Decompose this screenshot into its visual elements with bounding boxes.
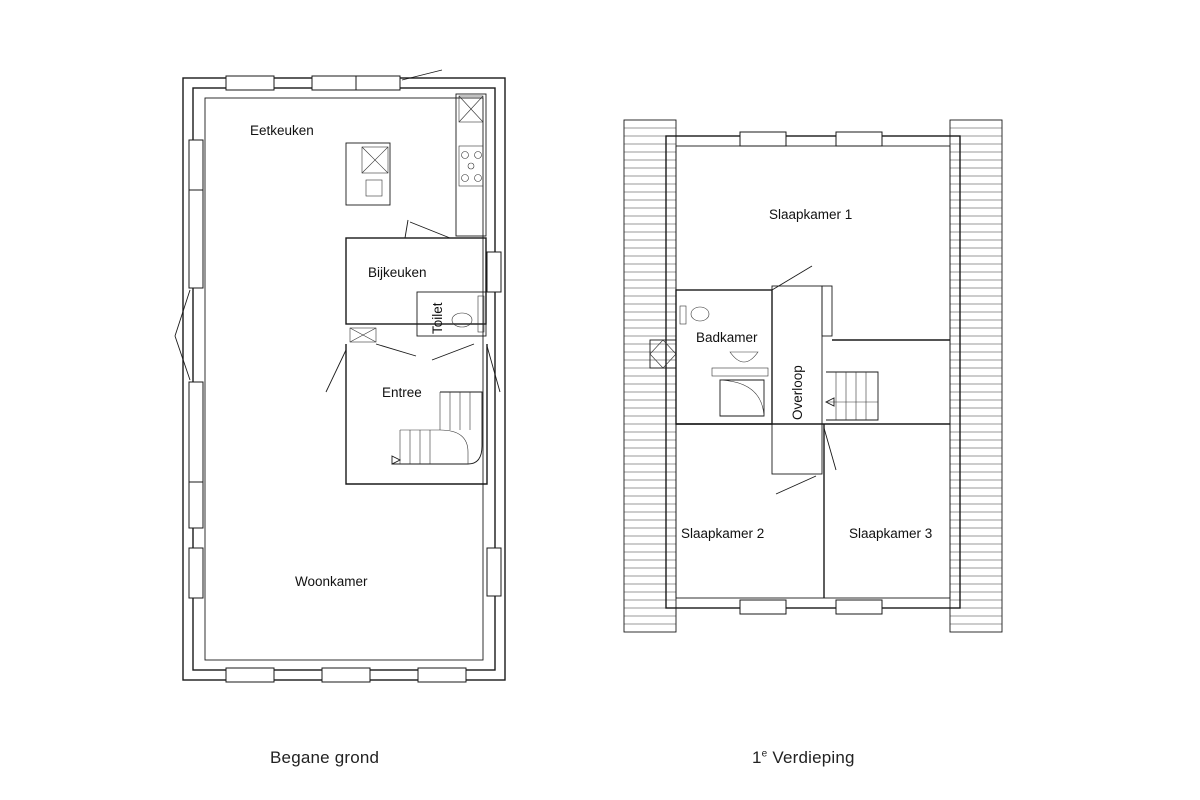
room-label-bijkeuken: Bijkeuken	[368, 265, 427, 280]
ground-window	[188, 189, 204, 289]
first-floor-plan: Slaapkamer 1 Badkamer Overloop Slaapkame…	[623, 119, 1003, 633]
entree-door-swing	[325, 349, 347, 393]
side-door-swing	[174, 289, 191, 337]
washbasin	[729, 351, 759, 363]
ground-window	[188, 139, 204, 191]
first-window	[739, 131, 787, 147]
bijkeuken-door-swing	[404, 219, 409, 239]
first-stair	[826, 371, 879, 421]
first-stair-arrow	[824, 397, 835, 407]
ground-window	[486, 251, 502, 293]
kitchen-island	[345, 142, 391, 206]
room-label-badkamer: Badkamer	[696, 330, 758, 345]
ground-window	[225, 75, 275, 91]
ground-window	[486, 547, 502, 597]
overloop-area	[771, 285, 823, 475]
ground-window	[311, 75, 361, 91]
ground-window	[188, 381, 204, 483]
cooktop	[458, 145, 484, 187]
kitchen-counter	[455, 93, 487, 237]
side-door-swing	[174, 335, 191, 381]
stair-wall	[821, 285, 833, 337]
caption-first-floor: 1e Verdieping	[752, 748, 855, 768]
bijkeuken-cabinet	[349, 327, 377, 343]
room-label-slaapkamer1: Slaapkamer 1	[769, 207, 852, 222]
room-label-woonkamer: Woonkamer	[295, 574, 368, 589]
room-label-eetkeuken: Eetkeuken	[250, 123, 314, 138]
island-tap	[365, 179, 383, 197]
caption-first-floor-superscript: e	[761, 748, 768, 760]
ground-outer-wall	[182, 77, 506, 681]
ground-inner-wall	[204, 97, 484, 661]
caption-first-floor-text: Verdieping	[767, 748, 855, 767]
first-toilet	[690, 306, 710, 322]
ground-window	[355, 75, 401, 91]
first-window	[739, 599, 787, 615]
room-label-slaapkamer3: Slaapkamer 3	[849, 526, 932, 541]
ground-floor-plan: Eetkeuken Bijkeuken Toilet Entree Woonka…	[174, 69, 506, 683]
ground-window	[321, 667, 371, 683]
stair-arrow	[391, 455, 402, 465]
roof-tiles	[624, 127, 1002, 625]
ground-window	[225, 667, 275, 683]
bijkeuken-wall	[345, 237, 487, 325]
room-label-overloop: Overloop	[790, 365, 805, 420]
ground-window	[188, 481, 204, 529]
caption-first-floor-number: 1	[752, 748, 762, 767]
ground-window	[417, 667, 467, 683]
room-label-slaapkamer2: Slaapkamer 2	[681, 526, 764, 541]
toilet-bowl	[451, 312, 473, 328]
terrace-door-swing	[401, 69, 443, 81]
toilet-wall	[416, 291, 487, 337]
first-outer-wall	[665, 135, 961, 609]
ground-window	[188, 547, 204, 599]
first-window	[835, 599, 883, 615]
island-sink	[361, 146, 389, 174]
caption-ground-floor: Begane grond	[270, 748, 380, 767]
badkamer-wall	[675, 289, 773, 425]
shower	[719, 379, 765, 417]
ground-stair	[392, 391, 483, 465]
first-window	[835, 131, 883, 147]
slaapkamer3-door-swing	[823, 427, 837, 471]
room-label-toilet: Toilet	[430, 302, 445, 334]
room-label-entree: Entree	[382, 385, 422, 400]
slaapkamer2-door-swing	[775, 475, 817, 495]
fridge-box	[458, 95, 484, 123]
entree-wall	[345, 344, 488, 485]
